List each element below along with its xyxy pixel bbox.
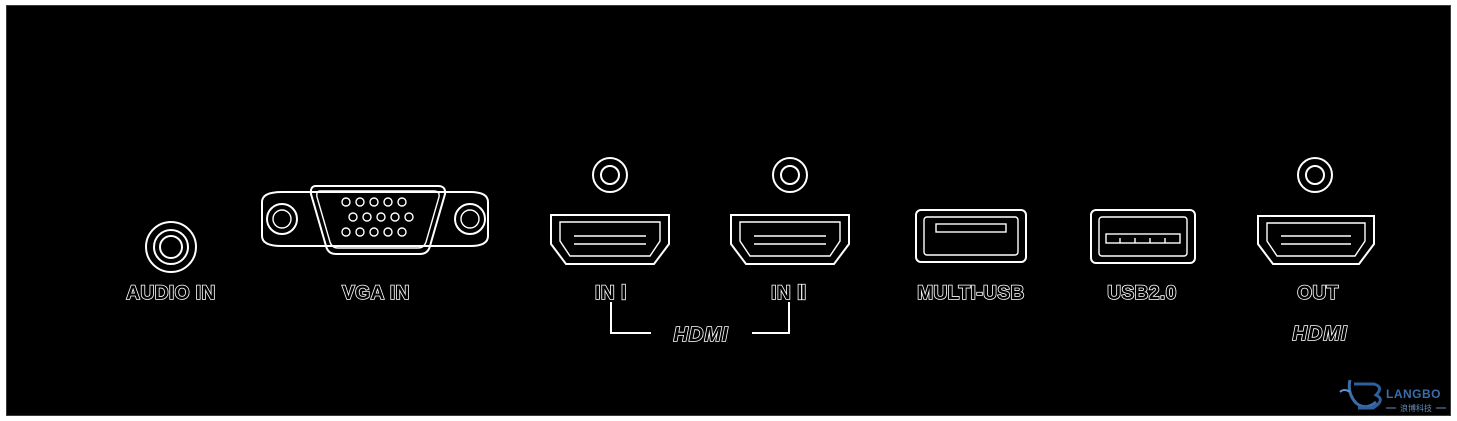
connector-panel xyxy=(6,5,1451,416)
vga-port-icon xyxy=(261,185,489,255)
hdmi-in-1-label: IN Ⅰ xyxy=(595,283,627,304)
hdmi-out-led-icon xyxy=(1297,157,1333,193)
hdmi-out-port-icon xyxy=(1257,215,1375,265)
audio-in-label: AUDIO IN xyxy=(126,283,216,304)
hdmi-in-1-led-icon xyxy=(592,157,628,193)
hdmi-in-2-port-icon xyxy=(730,214,850,265)
usb20-port-icon xyxy=(1090,209,1196,264)
hdmi-out-label: OUT xyxy=(1297,283,1339,304)
hdmi-in-1-port-icon xyxy=(550,214,670,265)
brand-tagline: 浪博科技 xyxy=(1400,403,1432,413)
hdmi-in-2-led-icon xyxy=(772,157,808,193)
hdmi-out-logo: HDMI xyxy=(1292,323,1347,345)
audio-in-jack-icon xyxy=(145,221,197,273)
multi-usb-port-icon xyxy=(915,209,1027,263)
usb20-label: USB2.0 xyxy=(1107,283,1177,304)
brand-name: LANGBO xyxy=(1386,387,1441,401)
multi-usb-label: MULTI-USB xyxy=(917,283,1025,304)
hdmi-bracket-left xyxy=(610,302,651,334)
hdmi-bracket-right xyxy=(752,302,790,334)
langbo-logo: LANGBO 浪博科技 xyxy=(1339,379,1446,413)
hdmi-group-logo: HDMI xyxy=(673,324,728,346)
hdmi-in-2-label: IN Ⅱ xyxy=(771,283,807,304)
vga-in-label: VGA IN xyxy=(342,283,410,304)
